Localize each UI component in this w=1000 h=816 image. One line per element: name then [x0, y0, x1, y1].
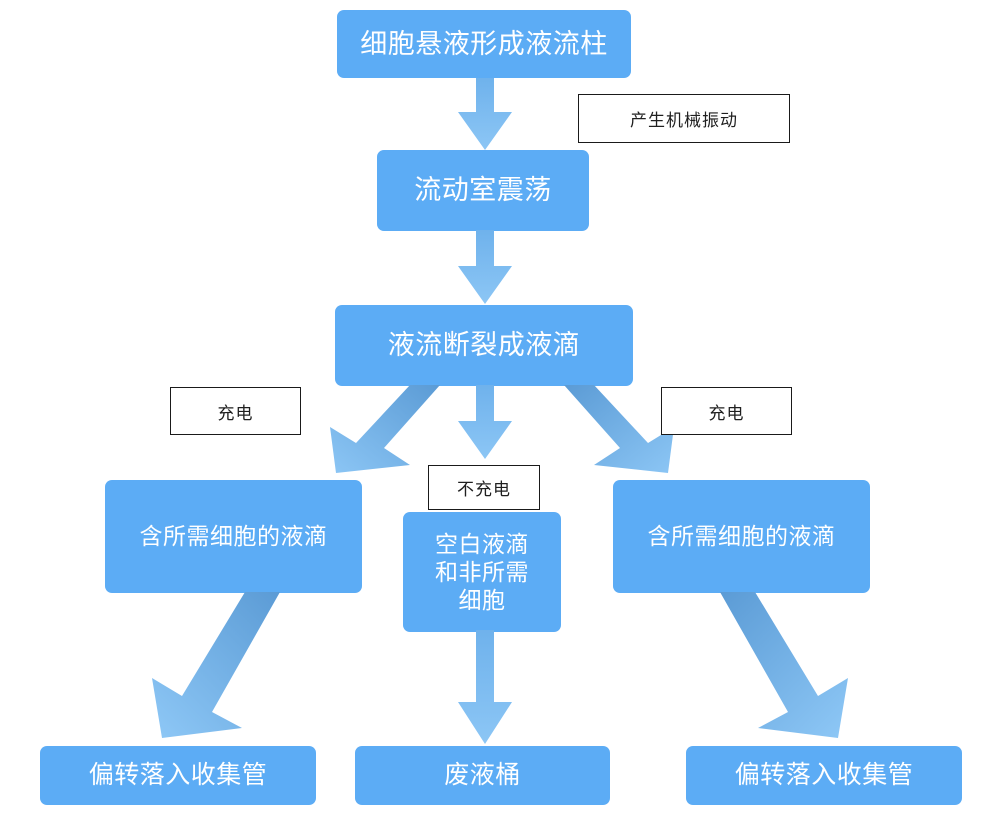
arrow-center-droplet-to-waste — [452, 630, 518, 746]
node-waste-container-label: 废液桶 — [444, 761, 521, 790]
node-left-collection-tube-label: 偏转落入收集管 — [88, 761, 268, 790]
arrow-left-droplet-to-collection — [140, 592, 285, 752]
label-charge-left-text: 充电 — [217, 403, 254, 423]
arrow-breakup-to-left-droplet — [318, 385, 448, 485]
node-right-target-droplet-label: 含所需细胞的液滴 — [647, 523, 836, 550]
arrow-breakup-to-center-droplet — [452, 385, 518, 461]
label-no-charge[interactable]: 不充电 — [428, 465, 540, 510]
node-flow-cell-vibration-label: 流动室震荡 — [414, 175, 552, 206]
label-mechanical-vibration[interactable]: 产生机械振动 — [578, 94, 790, 143]
node-center-blank-droplet-line-1: 空白液滴 — [435, 530, 529, 557]
node-center-blank-droplet-line-3: 细胞 — [458, 587, 506, 614]
node-flow-cell-vibration[interactable]: 流动室震荡 — [377, 150, 589, 231]
arrow-right-droplet-to-collection — [715, 592, 860, 752]
node-left-collection-tube[interactable]: 偏转落入收集管 — [40, 746, 316, 805]
arrow-vibration-to-breakup — [452, 230, 518, 306]
node-cell-suspension-label: 细胞悬液形成液流柱 — [360, 28, 608, 59]
node-waste-container[interactable]: 废液桶 — [355, 746, 610, 805]
label-charge-left[interactable]: 充电 — [170, 387, 301, 435]
node-center-blank-droplet-line-2: 和非所需 — [435, 558, 529, 585]
node-right-collection-tube[interactable]: 偏转落入收集管 — [686, 746, 962, 805]
node-left-target-droplet-label: 含所需细胞的液滴 — [139, 523, 328, 550]
node-stream-breaks-droplets-label: 液流断裂成液滴 — [387, 330, 581, 361]
label-mechanical-vibration-text: 产生机械振动 — [630, 111, 738, 130]
node-left-target-droplet[interactable]: 含所需细胞的液滴 — [105, 480, 362, 593]
node-cell-suspension[interactable]: 细胞悬液形成液流柱 — [337, 10, 631, 78]
node-right-collection-tube-label: 偏转落入收集管 — [734, 761, 914, 790]
label-charge-right-text: 充电 — [708, 403, 745, 423]
label-no-charge-text: 不充电 — [457, 480, 511, 499]
arrow-breakup-to-right-droplet — [556, 385, 686, 485]
node-center-blank-droplet[interactable]: 空白液滴 和非所需 细胞 — [403, 512, 561, 632]
node-stream-breaks-droplets[interactable]: 液流断裂成液滴 — [335, 305, 633, 386]
label-charge-right[interactable]: 充电 — [661, 387, 792, 435]
arrow-suspension-to-vibration — [452, 78, 518, 152]
node-right-target-droplet[interactable]: 含所需细胞的液滴 — [613, 480, 870, 593]
